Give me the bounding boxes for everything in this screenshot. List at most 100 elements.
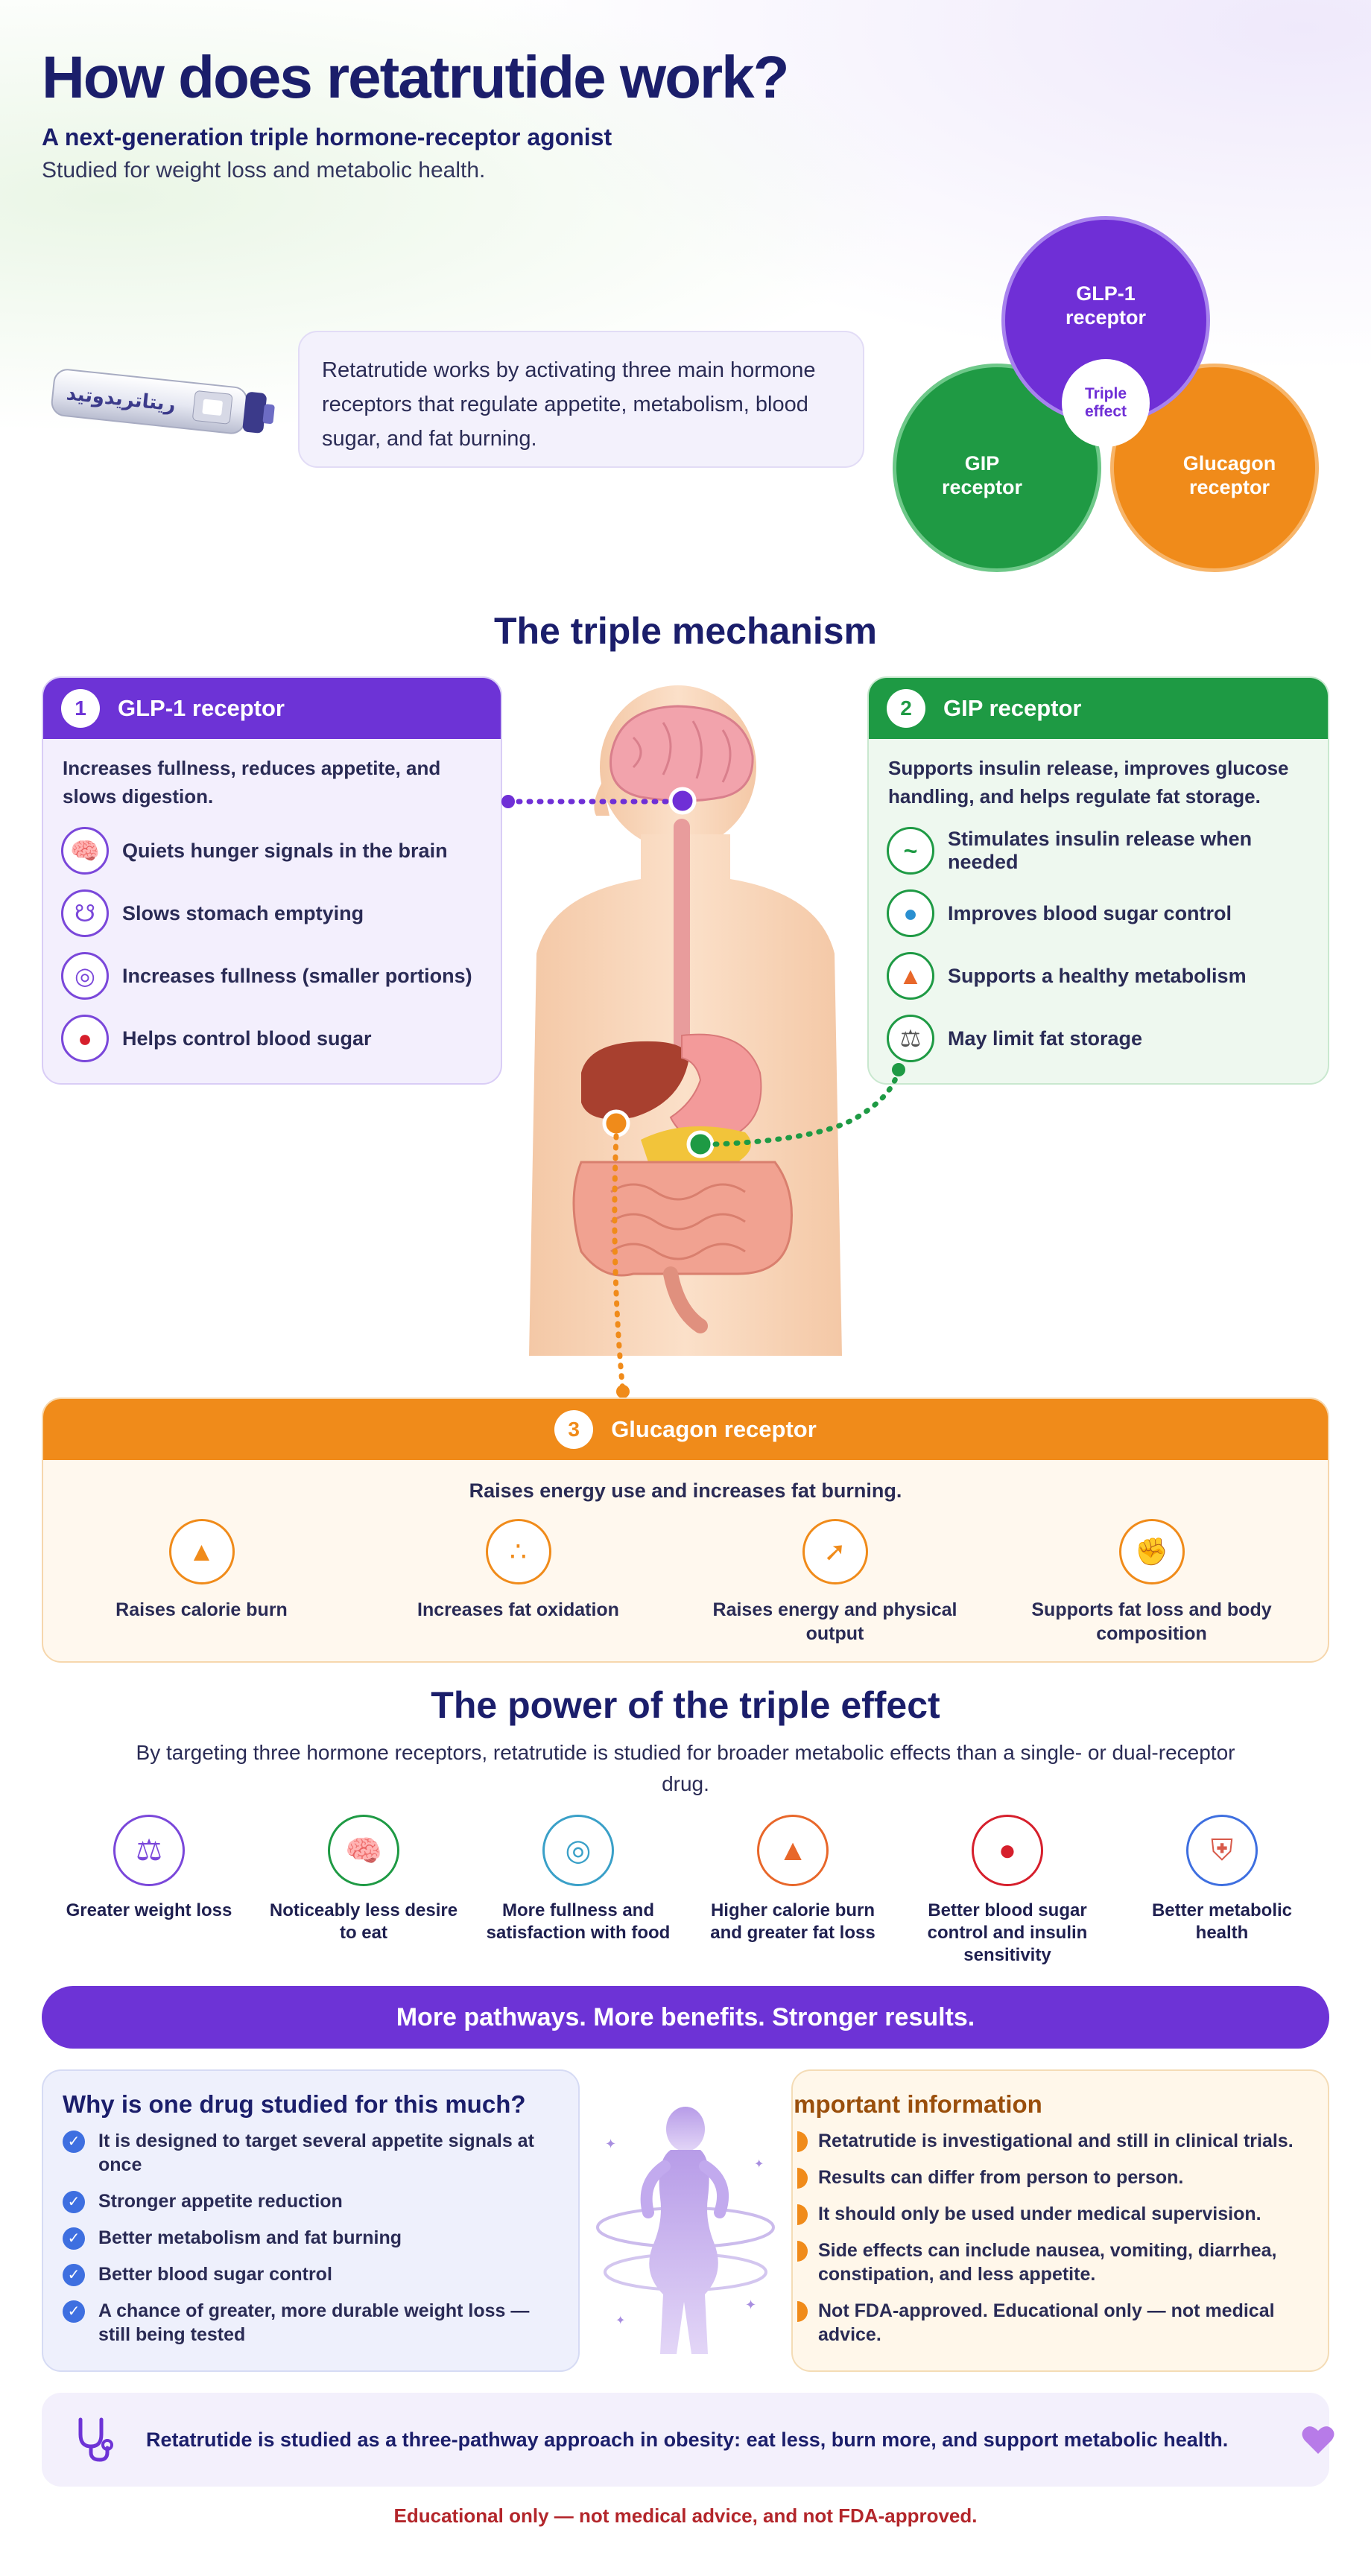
power-title: The power of the triple effect xyxy=(431,1684,940,1726)
glucagon-number-badge: 3 xyxy=(554,1410,594,1449)
bullet-icon xyxy=(793,2301,808,2322)
check-icon: ✓ xyxy=(63,2191,85,2213)
svg-text:✦: ✦ xyxy=(754,2157,764,2171)
mechanism-title: The triple mechanism xyxy=(493,610,878,652)
stethoscope-icon xyxy=(78,2417,113,2462)
list-item: ●Improves blood sugar control xyxy=(869,882,1328,945)
intro-box: Retatrutide works by activating three ma… xyxy=(298,331,864,468)
human-body-illustration xyxy=(529,685,842,1356)
plate-icon: ◎ xyxy=(61,952,109,1000)
check-icon: ✓ xyxy=(63,2264,85,2286)
brain-icon: 🧠 xyxy=(61,827,109,875)
page-subtitle: A next-generation triple hormone-recepto… xyxy=(42,124,612,150)
svg-text:✦: ✦ xyxy=(745,2297,756,2313)
gip-card-title: GIP receptor xyxy=(943,695,1082,721)
page-subtitle-secondary: Studied for weight loss and metabolic he… xyxy=(42,158,486,183)
list-item: ⚖Greater weight loss xyxy=(42,1815,256,1967)
list-item: ◎Increases fullness (smaller portions) xyxy=(43,945,501,1007)
list-item: ✓Stronger appetite reduction xyxy=(63,2189,559,2213)
venn-gip-label: GIP receptor xyxy=(941,452,1023,498)
list-item: Not FDA-approved. Educational only — not… xyxy=(793,2299,1308,2347)
glucagon-receptor-card: 3 Glucagon receptor Raises energy use an… xyxy=(42,1398,1329,1663)
shield-icon: ⛨ xyxy=(1186,1815,1258,1886)
glp1-card-description: Increases fullness, reduces appetite, an… xyxy=(63,757,441,808)
heart-icon xyxy=(1302,2426,1334,2454)
bullet-icon xyxy=(793,2131,808,2152)
list-item: ✓A chance of greater, more durable weigh… xyxy=(63,2299,559,2347)
list-item: 🧠Noticeably less desire to eat xyxy=(256,1815,471,1967)
list-item: ●Helps control blood sugar xyxy=(43,1007,501,1070)
venn-center-label: Triple effect xyxy=(1062,359,1150,447)
scale-icon: ⚖ xyxy=(113,1815,185,1886)
glp1-card-title: GLP-1 receptor xyxy=(118,695,285,721)
list-item: ✊Supports fat loss and body composition xyxy=(993,1519,1310,1646)
disclaimer-text: Educational only — not medical advice, a… xyxy=(393,2504,978,2527)
list-item: ✓Better metabolism and fat burning xyxy=(63,2226,559,2250)
list-item: ▲Supports a healthy metabolism xyxy=(869,945,1328,1007)
flame-icon: ▲ xyxy=(757,1815,829,1886)
gip-card-header: 2 GIP receptor xyxy=(869,678,1328,739)
bullet-icon xyxy=(793,2204,808,2225)
woman-silhouette-image: ✦ ✦ ✦ ✦ xyxy=(596,2107,775,2354)
list-item: ●Better blood sugar control and insulin … xyxy=(900,1815,1115,1967)
bullet-icon xyxy=(793,2241,808,2262)
flame-icon: ▲ xyxy=(887,952,934,1000)
list-item: ~Stimulates insulin release when needed xyxy=(869,819,1328,882)
glp1-card-header: 1 GLP-1 receptor xyxy=(43,678,501,739)
list-item: ✓It is designed to target several appeti… xyxy=(63,2129,559,2177)
check-icon: ✓ xyxy=(63,2300,85,2323)
list-item: ➚Raises energy and physical output xyxy=(677,1519,993,1646)
list-item: ◎More fullness and satisfaction with foo… xyxy=(471,1815,686,1967)
footer-text: Retatrutide is studied as a three-pathwa… xyxy=(146,2428,1229,2451)
footer-summary-box: Retatrutide is studied as a three-pathwa… xyxy=(42,2393,1334,2487)
list-item: ✓Better blood sugar control xyxy=(63,2262,559,2286)
venn-glucagon-label: Glucagon receptor xyxy=(1182,452,1276,498)
brain-icon: 🧠 xyxy=(328,1815,399,1886)
power-description: By targeting three hormone receptors, re… xyxy=(136,1741,1235,1795)
check-icon: ✓ xyxy=(63,2131,85,2153)
gip-receptor-card: 2 GIP receptor Supports insulin release,… xyxy=(867,676,1329,1085)
list-item: It should only be used under medical sup… xyxy=(793,2202,1308,2226)
why-title: Why is one drug studied for this much? xyxy=(63,2090,526,2118)
fat-droplets-icon: ∴ xyxy=(485,1519,551,1584)
list-item: ▲Higher calorie burn and greater fat los… xyxy=(686,1815,900,1967)
power-benefits-row: ⚖Greater weight loss 🧠Noticeably less de… xyxy=(42,1815,1329,1967)
bullet-icon xyxy=(793,2168,808,2189)
page-title: How does retatrutide work? xyxy=(42,44,789,110)
svg-text:✦: ✦ xyxy=(605,2136,616,2152)
muscle-icon: ✊ xyxy=(1118,1519,1185,1584)
important-info-box: Important information Retatrutide is inv… xyxy=(791,2069,1329,2372)
list-item: 🧠Quiets hunger signals in the brain xyxy=(43,819,501,882)
benefits-banner: More pathways. More benefits. Stronger r… xyxy=(42,1986,1329,2049)
flame-icon: ▲ xyxy=(168,1519,235,1584)
injection-pen-image: ريتاتريدوتيد xyxy=(51,369,275,434)
list-item: Retatrutide is investigational and still… xyxy=(793,2129,1308,2153)
blood-drop-icon: ● xyxy=(61,1015,109,1062)
list-item: ▲Raises calorie burn xyxy=(43,1519,360,1646)
glp1-number-badge: 1 xyxy=(61,689,100,728)
list-item: ∴Increases fat oxidation xyxy=(360,1519,677,1646)
pancreas-icon: ~ xyxy=(887,827,934,875)
runner-icon: ➚ xyxy=(802,1519,868,1584)
gip-number-badge: 2 xyxy=(887,689,925,728)
glucagon-card-header: 3 Glucagon receptor xyxy=(43,1399,1328,1460)
svg-text:✦: ✦ xyxy=(615,2313,625,2327)
info-title: Important information xyxy=(791,2090,1042,2118)
check-icon: ✓ xyxy=(63,2227,85,2250)
list-item: Side effects can include nausea, vomitin… xyxy=(793,2239,1308,2286)
water-drop-icon: ● xyxy=(887,889,934,937)
blood-drop-icon: ● xyxy=(972,1815,1043,1886)
why-box: Why is one drug studied for this much? ✓… xyxy=(42,2069,580,2372)
list-item: Results can differ from person to person… xyxy=(793,2166,1308,2189)
venn-glp1-label: GLP-1 receptor xyxy=(1065,282,1147,329)
stomach-icon: ☋ xyxy=(61,889,109,937)
list-item: ⛨Better metabolic health xyxy=(1115,1815,1329,1967)
glp1-receptor-card: 1 GLP-1 receptor Increases fullness, red… xyxy=(42,676,502,1085)
list-item: ⚖May limit fat storage xyxy=(869,1007,1328,1070)
gip-card-description: Supports insulin release, improves gluco… xyxy=(888,757,1289,808)
glucagon-card-description: Raises energy use and increases fat burn… xyxy=(469,1479,902,1502)
glucagon-card-title: Glucagon receptor xyxy=(611,1416,817,1442)
plate-icon: ◎ xyxy=(542,1815,614,1886)
scale-icon: ⚖ xyxy=(887,1015,934,1062)
list-item: ☋Slows stomach emptying xyxy=(43,882,501,945)
